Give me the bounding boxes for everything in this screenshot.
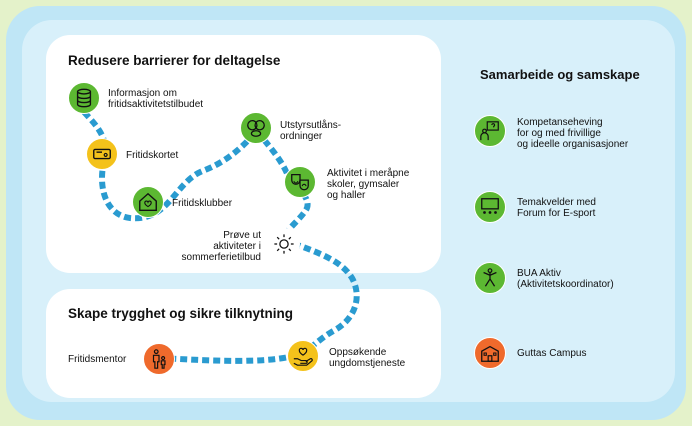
hand-heart-icon — [293, 347, 313, 366]
kompetanse-node — [474, 115, 506, 147]
prove-label: Prøve ut aktiviteter i sommerferietilbud — [181, 230, 261, 263]
oppsokende-node — [287, 340, 319, 372]
temakvelder-label: Temakvelder med Forum for E-sport — [517, 197, 596, 219]
mentor-node — [143, 343, 175, 375]
fritidsklubber-node — [132, 186, 164, 218]
info-node — [68, 82, 100, 114]
sun-icon — [274, 234, 294, 254]
bua-label: BUA Aktiv (Aktivitetskoordinator) — [517, 268, 614, 290]
bua-node — [474, 262, 506, 294]
safety-section-title: Skape trygghet og sikre tilknytning — [68, 306, 294, 321]
screen-audience-icon — [481, 198, 499, 214]
safety-panel — [46, 289, 441, 398]
utstyr-node — [240, 112, 272, 144]
school-building-icon — [481, 345, 499, 362]
oppsokende-label: Oppsøkende ungdomstjeneste — [329, 347, 406, 369]
fritidskortet-label: Fritidskortet — [126, 150, 179, 161]
kompetanse-label: Kompetanseheving for og med frivillige o… — [517, 117, 629, 150]
parent-child-icon — [152, 349, 166, 369]
barrier-section-title: Redusere barrierer for deltagelse — [68, 53, 281, 68]
temakvelder-node — [474, 191, 506, 223]
guttas-node — [474, 337, 506, 369]
house-heart-icon — [139, 192, 157, 211]
theater-masks-icon — [291, 174, 309, 191]
fritidskortet-node — [86, 138, 118, 170]
mentor-label: Fritidsmentor — [68, 354, 127, 365]
balls-icon — [247, 120, 265, 137]
guttas-label: Guttas Campus — [517, 348, 587, 359]
info-label: Informasjon om fritidsaktivitetstilbudet — [108, 88, 204, 110]
gymnast-icon — [483, 268, 497, 287]
fritidsklubber-label: Fritidsklubber — [172, 198, 233, 209]
presenter-icon — [480, 121, 499, 141]
aktivitet-label: Aktivitet i meråpne skoler, gymsaler og … — [327, 168, 410, 201]
aktivitet-node — [284, 166, 316, 198]
utstyr-label: Utstyrsutlåns- ordninger — [280, 120, 342, 142]
database-icon — [76, 88, 92, 108]
collab-section-title: Samarbeide og samskape — [480, 67, 640, 82]
prove-node — [268, 228, 300, 260]
card-icon — [93, 148, 111, 160]
